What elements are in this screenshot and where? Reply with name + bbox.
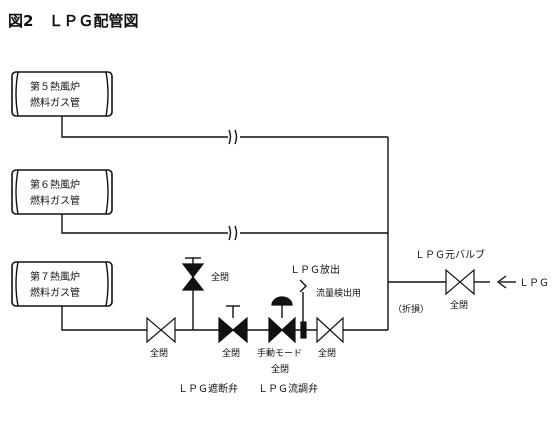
heater-6-label-1: 第６熱風炉 bbox=[30, 178, 80, 191]
heater-7-label-1: 第７熱風炉 bbox=[30, 270, 80, 283]
shutoff-valve-name: ＬＰＧ遮断弁 bbox=[178, 382, 238, 395]
flow-detection-element: ＬＰＧ放出 流量検出用 bbox=[290, 263, 361, 339]
control-valve-name: ＬＰＧ流調弁 bbox=[258, 382, 318, 395]
branch-pipes bbox=[61, 116, 389, 331]
flow-detection-label: 流量検出用 bbox=[316, 287, 361, 299]
heater-5-gas-pipe: 第５熱風炉 燃料ガス管 bbox=[11, 71, 113, 117]
control-valve-state: 全閉 bbox=[271, 363, 289, 375]
heater-5-label-2: 燃料ガス管 bbox=[30, 96, 80, 109]
lpg-release-label: ＬＰＧ放出 bbox=[290, 263, 340, 276]
heater-6-gas-pipe: 第６熱風炉 燃料ガス管 bbox=[11, 169, 113, 215]
lpg-source-label: ＬＰＧ bbox=[519, 278, 549, 289]
main-lpg-line bbox=[388, 275, 516, 289]
valve-1: 全閉 bbox=[146, 316, 176, 359]
control-mode-label: 手動モード bbox=[257, 347, 302, 359]
shutoff-valve-state: 全閉 bbox=[222, 347, 240, 359]
break-note: （折損） bbox=[393, 303, 429, 315]
valve-after-state: 全閉 bbox=[318, 347, 336, 359]
vent-valve: 全閉 bbox=[181, 257, 229, 330]
vent-valve-state: 全閉 bbox=[211, 271, 229, 283]
lpg-shutoff-valve: 全閉 bbox=[218, 305, 248, 359]
heater-7-gas-pipe: 第７熱風炉 燃料ガス管 bbox=[11, 261, 113, 307]
lpg-main-valve: ＬＰＧ元バルブ 全閉 bbox=[415, 248, 485, 311]
valve-after-control: 全閉 bbox=[316, 316, 344, 359]
valve-1-state: 全閉 bbox=[150, 347, 168, 359]
break-mark-middle bbox=[228, 224, 240, 242]
main-valve-state: 全閉 bbox=[450, 299, 468, 311]
break-mark-upper bbox=[228, 128, 240, 146]
heater-6-label-2: 燃料ガス管 bbox=[30, 194, 80, 207]
main-valve-name: ＬＰＧ元バルブ bbox=[415, 248, 485, 261]
heater-5-label-1: 第５熱風炉 bbox=[30, 80, 80, 93]
diagram-title: 図2 ＬＰＧ配管図 bbox=[8, 12, 138, 30]
lpg-control-valve: 手動モード 全閉 bbox=[257, 296, 302, 375]
heater-7-label-2: 燃料ガス管 bbox=[30, 286, 80, 299]
